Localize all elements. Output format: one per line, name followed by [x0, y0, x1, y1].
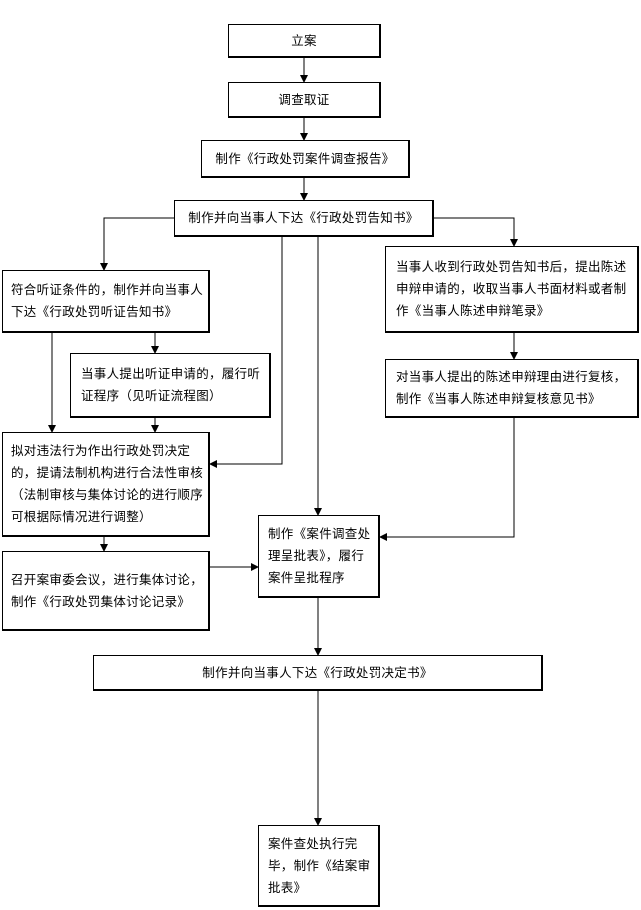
node-approval-form-label: 制作《案件调查处理呈批表》，履行案件呈批程序	[268, 526, 371, 585]
node-legal-review-label: 拟对违法行为作出行政处罚决定的，提请法制机构进行合法性审核（法制审核与集体讨论的…	[11, 443, 204, 524]
node-penalty-decision-label: 制作并向当事人下达《行政处罚决定书》	[202, 664, 433, 680]
node-investigation-label: 调查取证	[278, 91, 330, 107]
node-investigation: 调查取证	[228, 82, 381, 118]
node-collective-discussion: 召开案审委会议，进行集体讨论，制作《行政处罚集体讨论记录》	[2, 551, 210, 631]
node-case-closing-label: 案件查处执行完毕，制作《结案审批表》	[268, 835, 371, 895]
node-hearing-procedure: 当事人提出听证申请的，履行听证程序（见听证流程图）	[70, 353, 271, 418]
node-collective-discussion-label: 召开案审委会议，进行集体讨论，制作《行政处罚集体讨论记录》	[11, 571, 204, 609]
node-legal-review: 拟对违法行为作出行政处罚决定的，提请法制机构进行合法性审核（法制审核与集体讨论的…	[2, 432, 210, 537]
arrow-notice-to-legal-review	[209, 237, 283, 468]
node-filing: 立案	[228, 24, 381, 58]
node-penalty-notice-label: 制作并向当事人下达《行政处罚告知书》	[188, 210, 419, 225]
arrow-notice-to-hearing-notice	[100, 217, 174, 271]
node-filing-label: 立案	[291, 32, 317, 48]
node-defense-review: 对当事人提出的陈述申辩理由进行复核，制作《当事人陈述申辩复核意见书》	[385, 359, 639, 418]
node-defense-record-label: 当事人收到行政处罚告知书后，提出陈述申辩申请的，收取当事人书面材料或者制作《当事…	[396, 259, 627, 318]
node-penalty-decision: 制作并向当事人下达《行政处罚决定书》	[93, 655, 543, 691]
node-investigation-report-label: 制作《行政处罚案件调查报告》	[215, 150, 395, 166]
arrow-review-to-approval	[379, 418, 515, 541]
node-hearing-procedure-label: 当事人提出听证申请的，履行听证程序（见听证流程图）	[81, 366, 261, 403]
node-defense-review-label: 对当事人提出的陈述申辩理由进行复核，制作《当事人陈述申辩复核意见书》	[396, 369, 627, 406]
node-defense-record: 当事人收到行政处罚告知书后，提出陈述申辩申请的，收取当事人书面材料或者制作《当事…	[385, 246, 639, 333]
node-case-closing: 案件查处执行完毕，制作《结案审批表》	[258, 825, 380, 907]
arrow-notice-to-defense	[434, 217, 518, 247]
node-investigation-report: 制作《行政处罚案件调查报告》	[201, 140, 410, 178]
node-hearing-notice-label: 符合听证条件的，制作并向当事人下达《行政处罚听证告知书》	[11, 282, 204, 319]
node-approval-form: 制作《案件调查处理呈批表》，履行案件呈批程序	[258, 515, 380, 598]
node-penalty-notice: 制作并向当事人下达《行政处罚告知书》	[174, 200, 434, 237]
node-hearing-notice: 符合听证条件的，制作并向当事人下达《行政处罚听证告知书》	[2, 270, 210, 333]
